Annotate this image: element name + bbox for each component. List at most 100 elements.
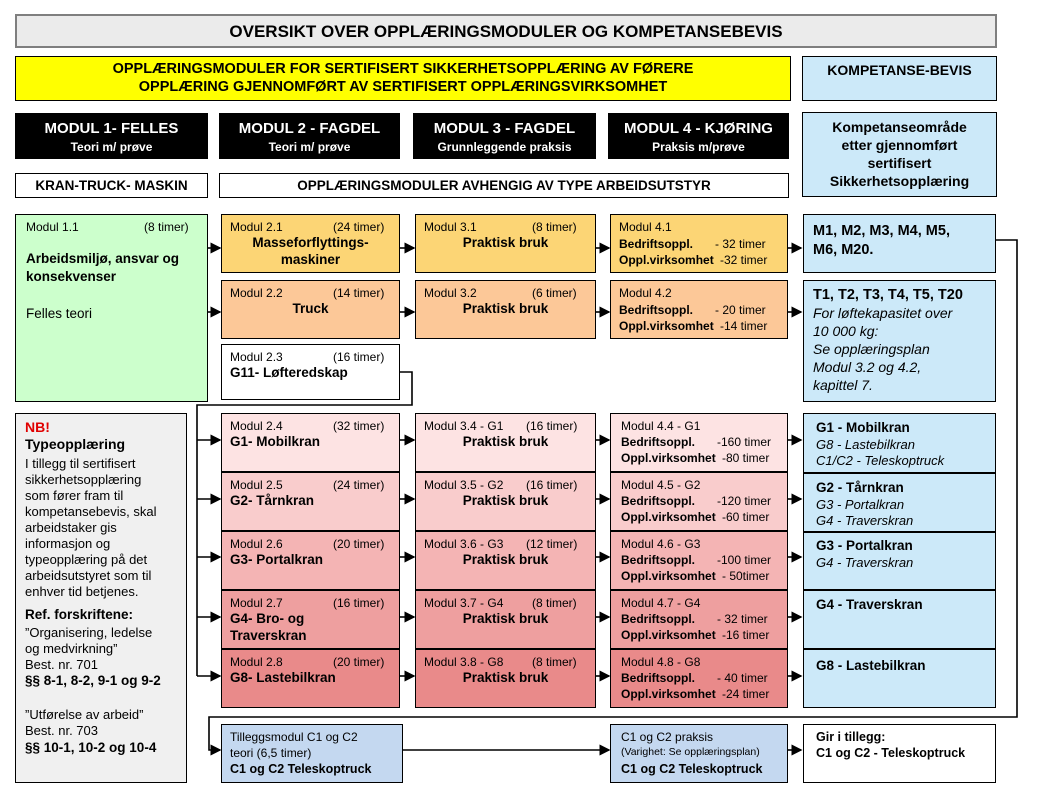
modul-2-3: Modul 2.3 (16 timer) G11- Løfteredskap xyxy=(221,344,400,400)
modul-3-4-t1: Praktisk bruk xyxy=(462,434,549,449)
modul-3-5-label: Modul 3.5 - G2 xyxy=(424,478,504,492)
kompetanse-g2-line3: G4 - Traverskran xyxy=(816,513,914,528)
modul-2-8-t1: G8- Lastebilkran xyxy=(230,670,336,685)
gir-i-tillegg-l2: C1 og C2 - Teleskoptruck xyxy=(816,746,966,760)
modul-4-5-ah: -120 timer xyxy=(717,494,772,508)
c1c2-praksis-l3: C1 og C2 Teleskoptruck xyxy=(621,762,763,776)
modul-4-1-label: Modul 4.1 xyxy=(619,220,672,234)
kompetanseomrade-box: Kompetanseområde etter gjennomført serti… xyxy=(802,112,997,197)
kompetanse-g8-line1: G8 - Lastebilkran xyxy=(816,658,926,673)
modul-4-2: Modul 4.2 Bedriftsoppl. - 20 timer Oppl.… xyxy=(610,280,788,339)
modul-3-6-t1: Praktisk bruk xyxy=(462,552,549,567)
nb-box: NB! Typeopplæring I tillegg til sertifis… xyxy=(15,413,187,783)
modul-2-7-label: Modul 2.7 xyxy=(230,596,283,610)
modul-2-4-hours: (32 timer) xyxy=(333,419,385,433)
modul-3-2: Modul 3.2 (6 timer) Praktisk bruk xyxy=(415,280,596,339)
kompetanseomrade-line4: Sikkerhetsopplæring xyxy=(829,173,970,189)
tilleggsmodul-l3: C1 og C2 Teleskoptruck xyxy=(230,762,372,776)
modul-2-1-t2: maskiner xyxy=(280,252,341,267)
modul4-header-sub: Praksis m/prøve xyxy=(652,140,745,154)
modul-4-5-label: Modul 4.5 - G2 xyxy=(621,478,701,492)
modul-3-7-label: Modul 3.7 - G4 xyxy=(424,596,504,610)
modul-3-5-t1: Praktisk bruk xyxy=(462,493,549,508)
kompetanse-g4: G4 - Traverskran xyxy=(803,590,996,649)
modul-2-5: Modul 2.5 (24 timer) G2- Tårnkran xyxy=(221,472,400,531)
modul-4-8: Modul 4.8 - G8 Bedriftsoppl. - 40 timer … xyxy=(610,649,788,708)
tilleggsmodul-c1c2: Tilleggsmodul C1 og C2 teori (6,5 timer)… xyxy=(221,724,403,783)
modul-2-2-t1: Truck xyxy=(292,301,329,316)
modul2-header-sub: Teori m/ prøve xyxy=(268,140,351,154)
modul-3-7-t1: Praktisk bruk xyxy=(462,611,549,626)
modul-2-6-hours: (20 timer) xyxy=(333,537,385,551)
modul-3-2-hours: (6 timer) xyxy=(532,286,577,300)
modul-4-4: Modul 4.4 - G1 Bedriftsoppl. -160 timer … xyxy=(610,413,788,472)
modul-4-8-bh: -24 timer xyxy=(722,687,770,701)
nb-body-3: som fører fram til xyxy=(25,488,124,503)
modul-3-5-hours: (16 timer) xyxy=(526,478,578,492)
modul1-header-title: MODUL 1- FELLES xyxy=(44,120,179,137)
modul-4-6-ah: -100 timer xyxy=(717,553,772,567)
page-title: OVERSIKT OVER OPPLÆRINGSMODULER OG KOMPE… xyxy=(15,14,997,48)
nb-body-5: arbeidstaker gis xyxy=(25,520,117,535)
modul-4-4-a: Bedriftsoppl. xyxy=(621,435,695,449)
c1c2-praksis-l1: C1 og C2 praksis xyxy=(621,730,714,744)
modul-3-6-label: Modul 3.6 - G3 xyxy=(424,537,504,551)
modul-2-4: Modul 2.4 (32 timer) G1- Mobilkran xyxy=(221,413,400,472)
modul1-header-sub: Teori m/ prøve xyxy=(70,140,153,154)
modul-1-1-title1: Arbeidsmiljø, ansvar og xyxy=(26,251,180,266)
modul-2-2: Modul 2.2 (14 timer) Truck xyxy=(221,280,400,339)
kompetanse-g3: G3 - Portalkran G4 - Traverskran xyxy=(803,532,996,590)
modul-4-7-b: Oppl.virksomhet xyxy=(621,628,716,642)
modul-2-3-label: Modul 2.3 xyxy=(230,350,283,364)
modul-4-8-b: Oppl.virksomhet xyxy=(621,687,716,701)
modul-4-4-bh: -80 timer xyxy=(722,451,770,465)
modul-3-4: Modul 3.4 - G1 (16 timer) Praktisk bruk xyxy=(415,413,596,472)
kompetanseomrade-line2: etter gjennomført xyxy=(841,137,958,153)
modul-3-8-hours: (8 timer) xyxy=(532,655,577,669)
modul-4-7-ah: - 32 timer xyxy=(717,612,768,626)
nb-body-7: typeopplæring på det xyxy=(25,552,148,567)
modul-3-2-t1: Praktisk bruk xyxy=(462,301,549,316)
modul-2-5-hours: (24 timer) xyxy=(333,478,385,492)
tilleggsmodul-l1: Tilleggsmodul C1 og C2 xyxy=(230,730,358,744)
kran-truck-label: KRAN-TRUCK- MASKIN xyxy=(15,173,208,198)
nb-body-1: I tillegg til sertifisert xyxy=(25,456,136,471)
nb-title: NB! xyxy=(25,419,50,435)
kompetansebevis-header-text: KOMPETANSE-BEVIS xyxy=(827,62,972,78)
nb-body-6: informasjon og xyxy=(25,536,111,551)
nb-ref: Ref. forskriftene: xyxy=(25,607,134,622)
modul-3-8-t1: Praktisk bruk xyxy=(462,670,549,685)
modul-3-4-hours: (16 timer) xyxy=(526,419,578,433)
nb-ref1-3: Best. nr. 701 xyxy=(25,657,98,672)
kompetanse-m-line1: M1, M2, M3, M4, M5, xyxy=(813,223,950,239)
modul-2-7-t1: G4- Bro- og xyxy=(230,611,305,626)
modul-4-6-b: Oppl.virksomhet xyxy=(621,569,716,583)
nb-ref2-2: Best. nr. 703 xyxy=(25,723,98,738)
modul-4-2-bh: -14 timer xyxy=(720,319,768,333)
modul-4-4-ah: -160 timer xyxy=(717,435,772,449)
modul-4-4-b: Oppl.virksomhet xyxy=(621,451,716,465)
modul-2-8-label: Modul 2.8 xyxy=(230,655,283,669)
modul-4-8-label: Modul 4.8 - G8 xyxy=(621,655,701,669)
kompetansebevis-header: KOMPETANSE-BEVIS xyxy=(802,56,997,101)
kompetanse-t-line5: Modul 3.2 og 4.2, xyxy=(813,359,922,375)
yellow-header-line2: OPPLÆRING GJENNOMFØRT AV SERTIFISERT OPP… xyxy=(138,79,668,95)
tilleggsmodul-l2: teori (6,5 timer) xyxy=(230,746,312,760)
modul-4-2-b: Oppl.virksomhet xyxy=(619,319,714,333)
nb-ref1-1: ”Organisering, ledelse xyxy=(25,625,153,640)
kompetanse-g3-line2: G4 - Traverskran xyxy=(816,555,914,570)
nb-body-8: arbeidsutstyret som til xyxy=(25,568,152,583)
gir-i-tillegg: Gir i tillegg: C1 og C2 - Teleskoptruck xyxy=(803,724,996,783)
kompetanse-g2-line2: G3 - Portalkran xyxy=(816,497,905,512)
kompetanse-g3-line1: G3 - Portalkran xyxy=(816,538,913,553)
modul-2-3-t1: G11- Løfteredskap xyxy=(230,365,348,380)
modul-2-5-label: Modul 2.5 xyxy=(230,478,283,492)
modul-2-7-hours: (16 timer) xyxy=(333,596,385,610)
c1c2-praksis-l2: (Varighet: Se opplæringsplan) xyxy=(621,746,760,758)
modul-4-6-bh: - 50timer xyxy=(722,569,770,583)
modul-3-6-hours: (12 timer) xyxy=(526,537,578,551)
modul3-header-sub: Grunnleggende praksis xyxy=(437,140,572,154)
kran-truck-text: KRAN-TRUCK- MASKIN xyxy=(35,178,188,193)
modul-2-6-label: Modul 2.6 xyxy=(230,537,283,551)
modul-4-6-a: Bedriftsoppl. xyxy=(621,553,695,567)
